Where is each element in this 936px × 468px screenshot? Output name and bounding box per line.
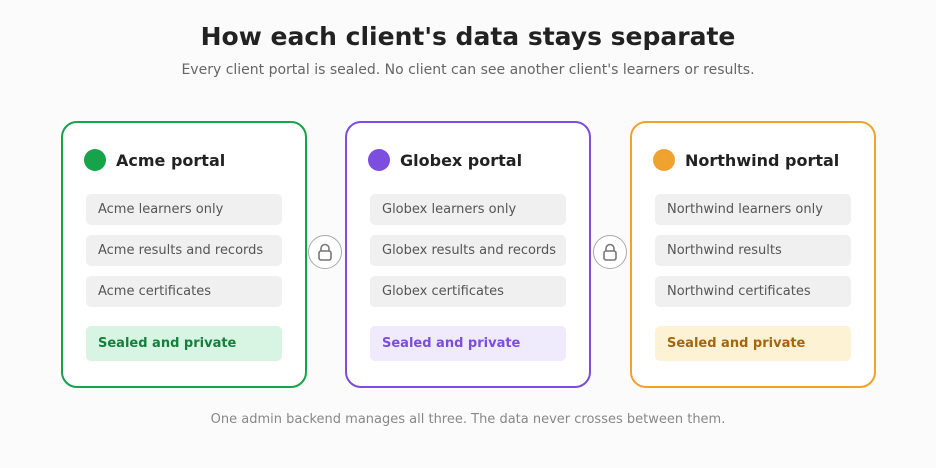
portal-title: Acme portal — [116, 150, 226, 170]
portal-card-acme: Acme portal Acme learners only Acme resu… — [61, 121, 307, 388]
lock-icon — [308, 235, 342, 269]
portal-header: Northwind portal — [653, 148, 864, 172]
portal-status-badge: Sealed and private — [655, 326, 851, 361]
portal-item: Acme results and records — [86, 235, 282, 266]
page-subtitle: Every client portal is sealed. No client… — [181, 62, 755, 78]
portal-header: Globex portal — [368, 148, 579, 172]
portal-item: Globex certificates — [370, 276, 566, 307]
portal-item: Acme certificates — [86, 276, 282, 307]
portal-item: Northwind results — [655, 235, 851, 266]
portal-card-northwind: Northwind portal Northwind learners only… — [630, 121, 876, 388]
portal-status-badge: Sealed and private — [370, 326, 566, 361]
portal-item: Northwind certificates — [655, 276, 851, 307]
portal-header: Acme portal — [84, 148, 295, 172]
footer-note: One admin backend manages all three. The… — [210, 412, 726, 427]
portal-title: Globex portal — [400, 150, 523, 170]
portal-item: Globex results and records — [370, 235, 566, 266]
portal-item: Globex learners only — [370, 194, 566, 225]
portal-color-dot — [653, 149, 675, 171]
portal-title: Northwind portal — [685, 150, 840, 170]
portal-color-dot — [84, 149, 106, 171]
page-title: How each client's data stays separate — [200, 22, 736, 51]
portal-item: Northwind learners only — [655, 194, 851, 225]
portal-status-badge: Sealed and private — [86, 326, 282, 361]
portal-item-list: Globex learners only Globex results and … — [370, 194, 566, 317]
portal-item-list: Northwind learners only Northwind result… — [655, 194, 851, 317]
portal-item-list: Acme learners only Acme results and reco… — [86, 194, 282, 317]
portal-item: Acme learners only — [86, 194, 282, 225]
lock-icon — [593, 235, 627, 269]
portal-color-dot — [368, 149, 390, 171]
portal-card-globex: Globex portal Globex learners only Globe… — [345, 121, 591, 388]
